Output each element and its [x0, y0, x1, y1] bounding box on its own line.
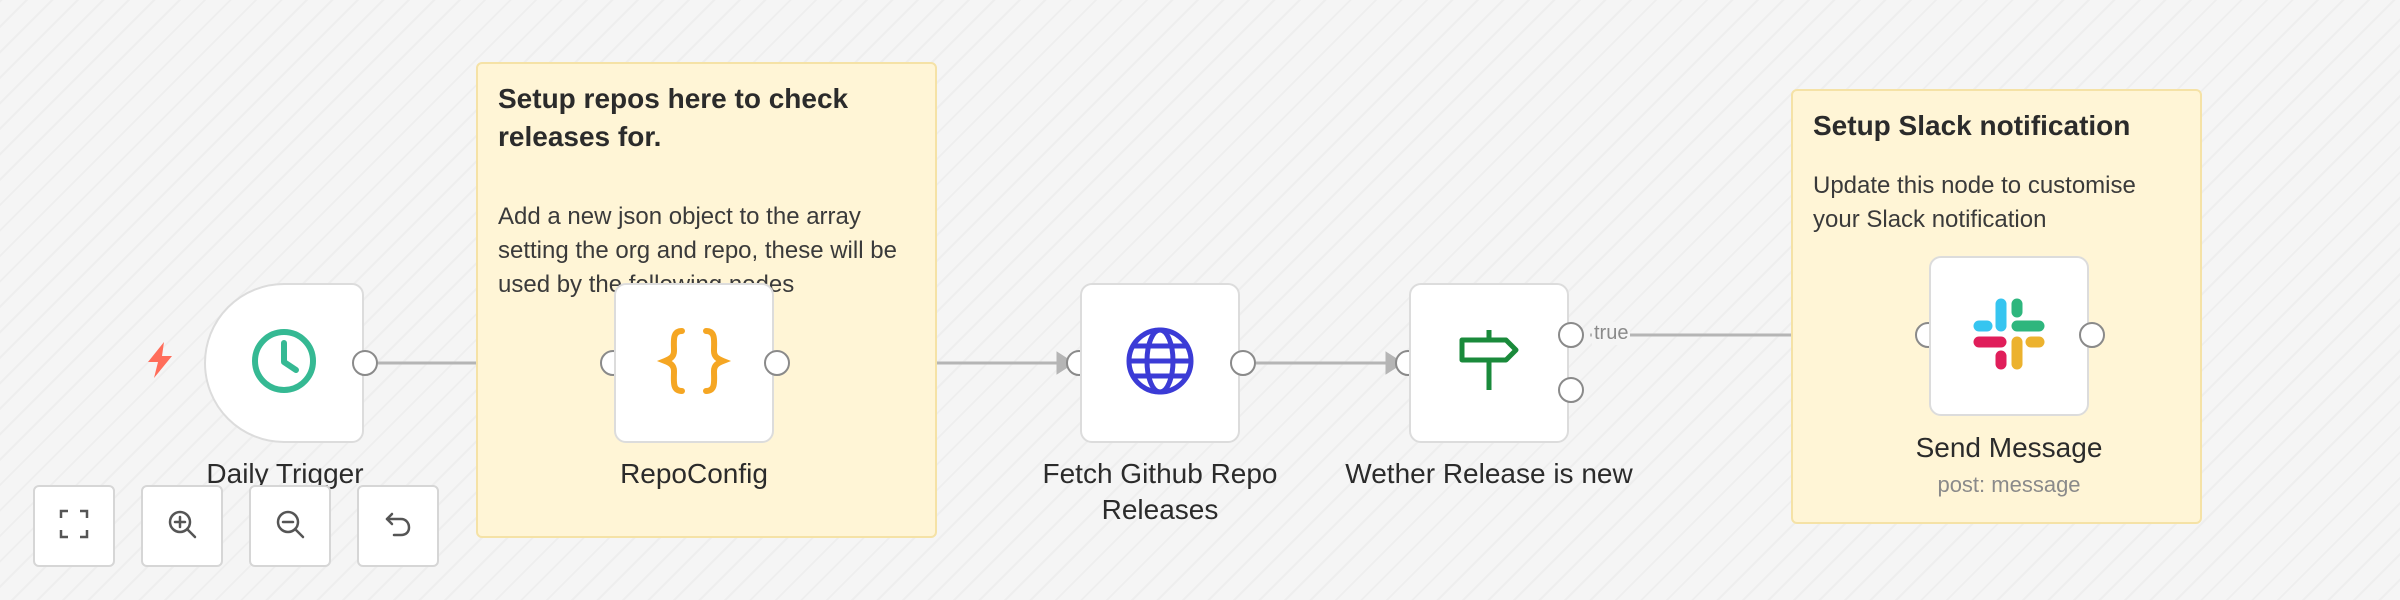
node-fetch-github-releases[interactable]: [1080, 283, 1240, 443]
globe-icon: [1123, 324, 1197, 403]
node-repoconfig[interactable]: [614, 283, 774, 443]
node-send-message[interactable]: [1929, 256, 2089, 416]
zoom-in-button[interactable]: [141, 485, 223, 567]
clock-icon: [248, 325, 320, 402]
output-port[interactable]: [1230, 350, 1256, 376]
output-port-true[interactable]: [1558, 322, 1584, 348]
node-sublabel: post: message: [1937, 472, 2081, 497]
sticky-note-title: Setup Slack notification: [1813, 110, 2131, 141]
output-port[interactable]: [764, 350, 790, 376]
zoom-out-button[interactable]: [249, 485, 331, 567]
zoom-in-icon: [166, 508, 198, 545]
arrow-head: [1056, 351, 1075, 375]
undo-icon: [382, 508, 414, 545]
fit-view-button[interactable]: [33, 485, 115, 567]
signpost-icon: [1454, 326, 1524, 401]
slack-icon: [1973, 298, 2045, 375]
node-label: Wether Release is new: [1345, 458, 1633, 489]
node-label: Send Message: [1915, 432, 2103, 463]
node-label: Fetch Github Repo Releases: [1042, 458, 1278, 525]
code-braces-icon: [656, 323, 732, 404]
output-port[interactable]: [2079, 322, 2105, 348]
fullscreen-icon: [58, 508, 90, 545]
output-port[interactable]: [352, 350, 378, 376]
sticky-note-title: Setup repos here to check releases for.: [498, 83, 849, 152]
node-label: Daily Trigger: [206, 458, 364, 489]
trigger-bolt-icon: [146, 342, 174, 387]
node-if-release-new[interactable]: [1409, 283, 1569, 443]
sticky-note-body: Update this node to customise your Slack…: [1813, 172, 2136, 233]
edge-label-true: true: [1592, 322, 1631, 345]
zoom-out-icon: [274, 508, 306, 545]
node-label: RepoConfig: [620, 458, 768, 489]
arrow-head: [1385, 351, 1404, 375]
output-port-false[interactable]: [1558, 377, 1584, 403]
node-daily-trigger[interactable]: [204, 283, 364, 443]
reset-zoom-button[interactable]: [357, 485, 439, 567]
